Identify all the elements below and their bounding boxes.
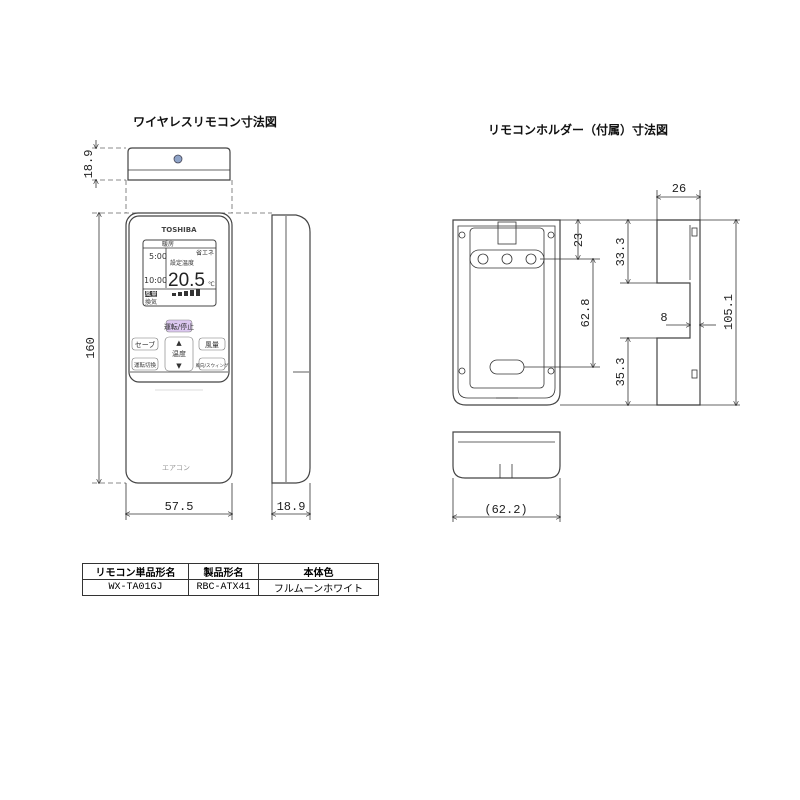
table-row: WX-TA01GJ RBC-ATX41 フルムーンホワイト xyxy=(82,579,379,596)
dim-wall: 8 xyxy=(660,311,667,325)
screw-hole-icon xyxy=(501,253,513,265)
holder-drawing-title: リモコンホルダー（付属）寸法図 xyxy=(488,122,668,137)
remote-side-view: 18.9 xyxy=(272,214,310,520)
svg-text:運転切換: 運転切換 xyxy=(134,361,157,369)
dim-height: 160 xyxy=(84,337,98,359)
dim-holder-height: 105.1 xyxy=(722,294,736,330)
dim-width: 57.5 xyxy=(165,500,194,514)
holder-front-view xyxy=(452,219,561,406)
fan-button[interactable]: 風量 xyxy=(198,337,226,351)
lcd-eco: 省エネ xyxy=(196,249,214,257)
dim-lower: 35.3 xyxy=(614,358,628,387)
swing-button[interactable]: 風向/スウィング xyxy=(195,357,229,371)
cell-remote-model: WX-TA01GJ xyxy=(82,579,189,596)
dim-holder-depth: 26 xyxy=(672,182,686,196)
svg-text:セーブ: セーブ xyxy=(135,340,156,349)
up-arrow-icon[interactable]: ▲ xyxy=(176,339,182,347)
cell-product-model: RBC-ATX41 xyxy=(188,579,259,596)
svg-text:運転/停止: 運転/停止 xyxy=(164,322,194,331)
lcd-timer-on: 5:00 xyxy=(149,252,167,261)
dim-side-depth: 18.9 xyxy=(277,500,306,514)
lcd-unit: ℃ xyxy=(208,281,215,288)
save-button[interactable]: セーブ xyxy=(131,337,159,351)
set-temperature: 20.5 xyxy=(168,270,205,291)
spec-table: リモコン単品形名 製品形名 本体色 WX-TA01GJ RBC-ATX41 フル… xyxy=(82,563,379,596)
svg-text:風量: 風量 xyxy=(205,341,219,349)
svg-text:風向/スウィング: 風向/スウィング xyxy=(195,362,229,369)
down-arrow-icon[interactable]: ▼ xyxy=(176,362,182,370)
lcd-mode: 暖房 xyxy=(162,240,174,248)
lcd-timer-off: 10:00 xyxy=(144,276,167,285)
header-remote-model: リモコン単品形名 xyxy=(82,563,189,580)
remote-front-view: TOSHIBA 暖房 5:00 10:00 省エネ 設定温度 20.5 ℃ 風量… xyxy=(125,212,233,484)
dim-top-to-hole: 23 xyxy=(572,233,586,247)
ir-emitter-icon xyxy=(173,154,183,164)
screw-hole-icon xyxy=(477,253,489,265)
dim-upper: 33.3 xyxy=(614,238,628,267)
header-product-model: 製品形名 xyxy=(188,563,259,580)
header-body-color: 本体色 xyxy=(258,563,379,580)
fan-level-bars xyxy=(172,289,200,296)
dim-holder-width: (62.2) xyxy=(484,503,527,517)
cell-body-color: フルムーンホワイト xyxy=(258,579,379,596)
remote-drawing-title: ワイヤレスリモコン寸法図 xyxy=(133,114,277,129)
mode-button[interactable]: 運転切換 xyxy=(131,357,159,371)
lcd-fan: 風量 xyxy=(145,291,157,298)
dim-top-depth: 18.9 xyxy=(82,150,96,179)
svg-text:温度: 温度 xyxy=(172,349,186,358)
lcd-bottom-label: 換気 xyxy=(145,298,157,306)
holder-side-view: 26 8 xyxy=(657,182,716,406)
holder-bottom-view: (62.2) xyxy=(453,431,560,522)
screw-hole-icon xyxy=(525,253,537,265)
dim-hole-span: 62.8 xyxy=(579,299,593,328)
power-button[interactable]: 運転/停止 xyxy=(164,319,194,333)
lcd-setting-label: 設定温度 xyxy=(170,259,194,267)
lcd-display: 暖房 5:00 10:00 省エネ 設定温度 20.5 ℃ 風量 換気 xyxy=(142,239,217,307)
remote-top-view: 18.9 xyxy=(82,140,231,188)
brand-logo: TOSHIBA xyxy=(162,226,198,234)
cover-label: エアコン xyxy=(162,464,190,472)
table-header-row: リモコン単品形名 製品形名 本体色 xyxy=(82,563,379,580)
temperature-button[interactable]: ▲ 温度 ▼ xyxy=(164,336,194,372)
